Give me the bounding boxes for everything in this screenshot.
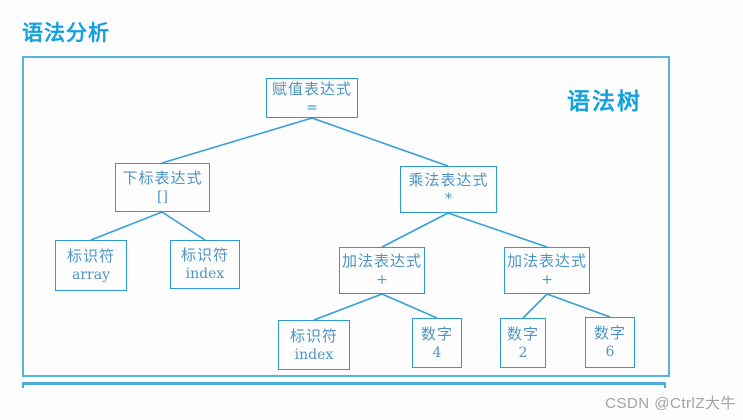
syntax-tree-label: 语法树 [567,88,642,114]
node-sublabel: 6 [605,344,615,360]
tree-node-number-6: 数字 6 [585,317,635,368]
tree-node-number-2: 数字 2 [500,318,546,368]
tree-node-add-expression-right: 加法表达式 + [504,247,590,294]
node-label: 赋值表达式 [271,79,352,98]
node-label: 加法表达式 [506,252,587,270]
node-sublabel: 2 [518,344,528,361]
next-panel-top-edge [22,382,666,388]
node-label: 乘法表达式 [408,171,489,189]
page-title: 语法分析 [22,22,110,45]
tree-node-subscript-expression: 下标表达式 [] [115,163,210,212]
tree-node-add-expression-left: 加法表达式 + [339,247,425,294]
node-sublabel: [] [157,189,168,205]
node-sublabel: + [541,272,553,288]
node-label: 下标表达式 [122,169,203,187]
node-label: 数字 [593,324,626,342]
node-label: 标识符 [289,326,338,345]
node-label: 加法表达式 [341,252,422,270]
csdn-watermark: CSDN @CtrlZ大牛 [605,395,736,412]
tree-node-multiply-expression: 乘法表达式 * [400,166,497,213]
node-sublabel: index [185,266,225,282]
tree-node-assign-expression: 赋值表达式 = [266,78,358,118]
tree-node-identifier-index-2: 标识符 index [278,320,350,370]
node-sublabel: = [306,99,318,116]
tree-node-identifier-index: 标识符 index [170,240,240,289]
tree-node-identifier-array: 标识符 array [55,240,127,291]
node-sublabel: index [294,346,334,363]
tree-node-number-4: 数字 4 [412,318,462,368]
node-sublabel: array [72,267,110,283]
node-sublabel: * [445,191,452,207]
node-sublabel: 4 [432,344,442,361]
node-label: 数字 [420,324,453,343]
node-sublabel: + [376,272,388,288]
node-label: 标识符 [66,247,115,265]
node-label: 标识符 [180,246,229,264]
node-label: 数字 [506,324,539,343]
